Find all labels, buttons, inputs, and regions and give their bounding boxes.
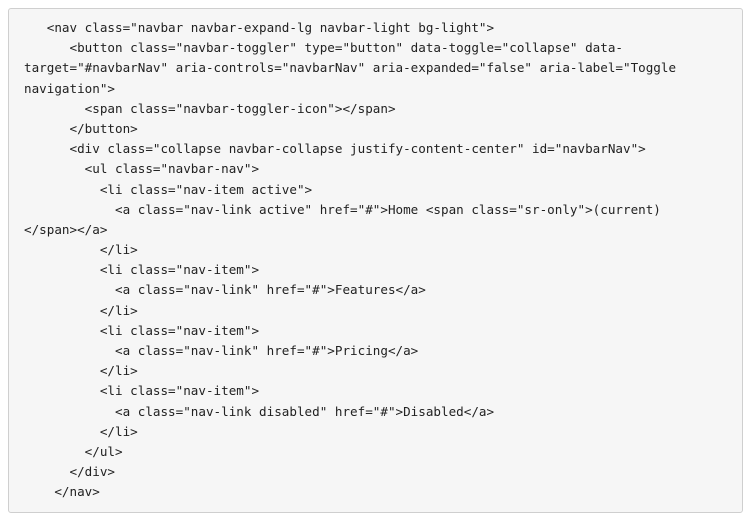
code-line-16: <li class="nav-item">: [24, 322, 260, 338]
code-line-3: target="#navbarNav" aria-controls="navba…: [24, 60, 677, 76]
code-line-15: </li>: [24, 302, 138, 318]
code-line-11: </span></a>: [24, 221, 108, 237]
code-line-8: <ul class="navbar-nav">: [24, 161, 260, 177]
code-line-14: <a class="nav-link" href="#">Features</a…: [24, 282, 426, 298]
code-line-13: <li class="nav-item">: [24, 262, 260, 278]
code-text: <nav class="navbar navbar-expand-lg navb…: [9, 9, 742, 503]
code-block: <nav class="navbar navbar-expand-lg navb…: [8, 8, 743, 513]
code-line-23: </div>: [24, 464, 115, 480]
code-line-19: <li class="nav-item">: [24, 383, 260, 399]
code-line-21: </li>: [24, 423, 138, 439]
code-line-4: navigation">: [24, 80, 115, 96]
code-line-24: </nav>: [24, 484, 100, 500]
code-line-17: <a class="nav-link" href="#">Pricing</a>: [24, 343, 419, 358]
code-line-5: <span class="navbar-toggler-icon"></span…: [24, 100, 396, 116]
code-line-18: </li>: [24, 363, 138, 379]
code-line-10: <a class="nav-link active" href="#">Home…: [24, 201, 661, 217]
code-line-2: <button class="navbar-toggler" type="but…: [24, 40, 623, 56]
code-line-1: <nav class="navbar navbar-expand-lg navb…: [24, 20, 495, 35]
code-line-20: <a class="nav-link disabled" href="#">Di…: [24, 403, 495, 419]
code-line-9: <li class="nav-item active">: [24, 181, 313, 197]
code-line-6: </button>: [24, 120, 138, 136]
code-line-22: </ul>: [24, 443, 123, 459]
code-line-7: <div class="collapse navbar-collapse jus…: [24, 141, 646, 157]
code-line-12: </li>: [24, 242, 138, 258]
